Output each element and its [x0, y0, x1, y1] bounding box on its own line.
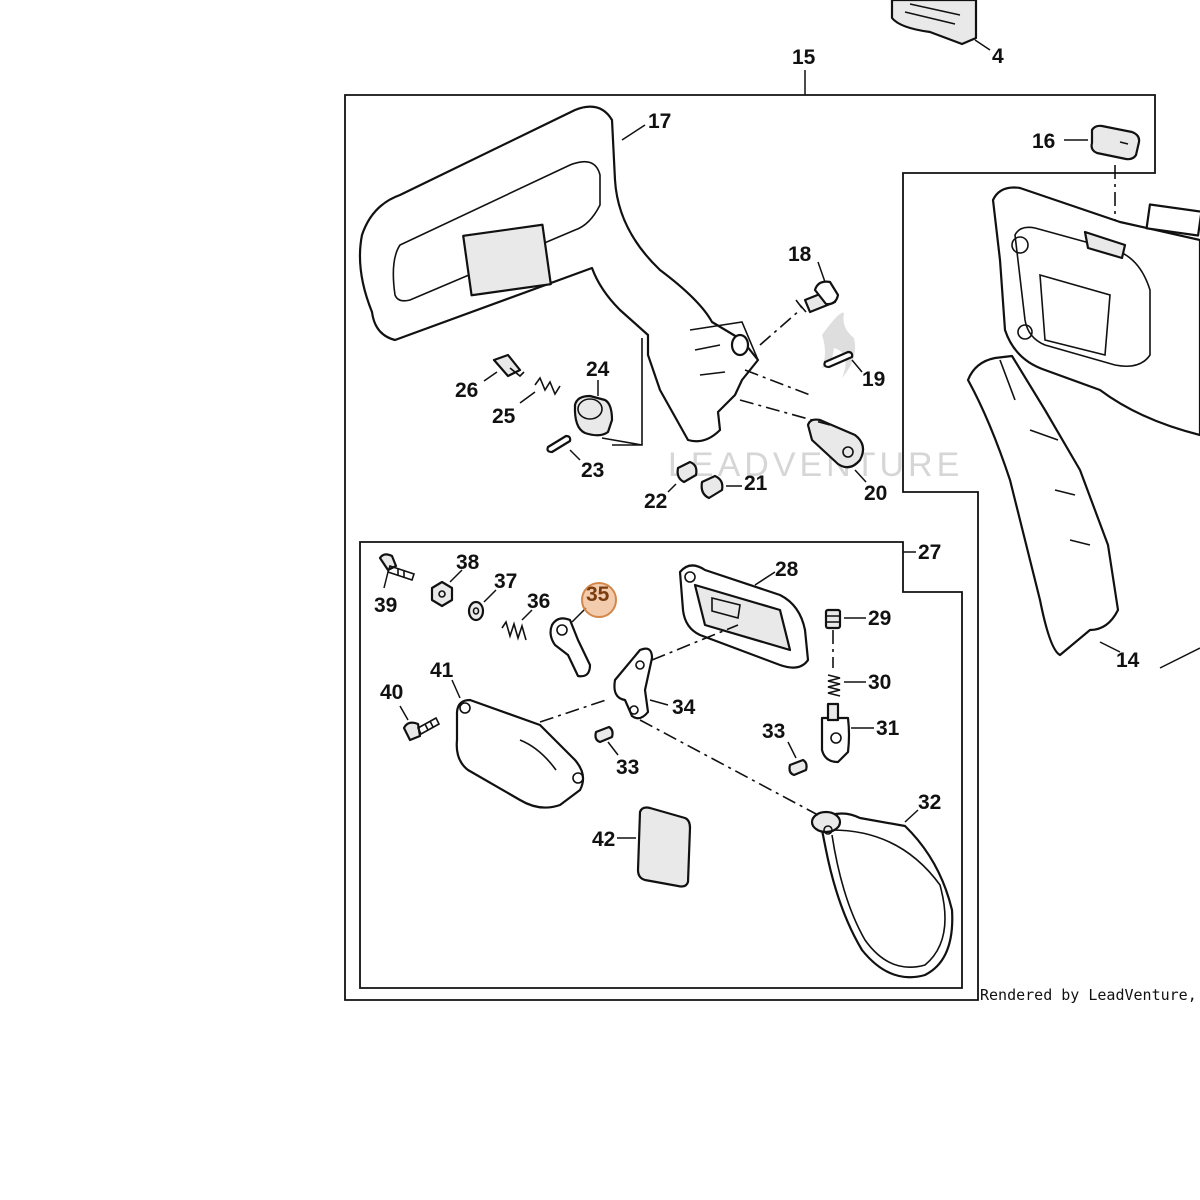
- callout-39: 39: [374, 594, 397, 617]
- callout-38: 38: [456, 551, 480, 574]
- part-35-lever: [549, 617, 592, 678]
- callout-42: 42: [592, 828, 615, 851]
- part-25-spring: [534, 376, 561, 396]
- callout-33-right: 33: [762, 720, 785, 743]
- callout-37: 37: [494, 570, 517, 593]
- part-33-pin-left: [594, 725, 614, 744]
- callout-29: 29: [868, 607, 891, 630]
- part-side-cover: [991, 186, 1200, 437]
- callout-22: 22: [644, 490, 667, 513]
- part-29: [824, 608, 842, 630]
- callout-23: 23: [581, 459, 604, 482]
- callout-35: 35: [586, 583, 610, 606]
- part-18-bolt: [795, 280, 840, 314]
- part-38-nut: [430, 580, 454, 608]
- callout-4: 4: [992, 45, 1004, 68]
- part-23-pin: [546, 434, 572, 454]
- assembly-15-frame: [344, 94, 1156, 1001]
- callout-31: 31: [876, 717, 900, 740]
- part-19-pin: [823, 350, 854, 369]
- part-14: [966, 354, 1120, 657]
- part-41-plate: [455, 698, 585, 809]
- part-22-bushing: [676, 460, 698, 484]
- part-42-pad: [636, 806, 692, 888]
- part-31: [820, 702, 851, 764]
- callout-15: 15: [792, 46, 816, 69]
- part-40-bolt: [402, 716, 441, 742]
- callout-41: 41: [430, 659, 454, 682]
- callout-30: 30: [868, 671, 891, 694]
- callout-21: 21: [744, 472, 768, 495]
- assembly-27-frame: [359, 541, 963, 989]
- callout-36: 36: [527, 590, 550, 613]
- part-28-housing: [678, 564, 810, 669]
- part-4: [890, 0, 978, 46]
- callout-40: 40: [380, 681, 403, 704]
- callout-26: 26: [455, 379, 478, 402]
- part-21-bushing: [700, 474, 724, 500]
- callout-19: 19: [862, 368, 885, 391]
- part-34-lever: [613, 647, 654, 720]
- callout-18: 18: [788, 243, 812, 266]
- part-30-spring: [827, 674, 841, 697]
- part-33-pin-right: [788, 758, 808, 777]
- callout-27: 27: [918, 541, 941, 564]
- callout-20: 20: [864, 482, 887, 505]
- part-24-cylinder: [573, 394, 614, 437]
- callout-17: 17: [648, 110, 671, 133]
- part-37-washer: [467, 600, 485, 622]
- callout-14: 14: [1116, 649, 1140, 672]
- callout-32: 32: [918, 791, 941, 814]
- callout-24: 24: [586, 358, 610, 381]
- part-36-spring: [501, 620, 527, 641]
- callout-25: 25: [492, 405, 516, 428]
- render-credit: Rendered by LeadVenture, Inc.: [980, 986, 1200, 1004]
- callout-33-left: 33: [616, 756, 639, 779]
- part-16: [1090, 124, 1141, 161]
- part-26-pin: [492, 353, 525, 378]
- part-32-band: [810, 810, 954, 979]
- callout-34: 34: [672, 696, 696, 719]
- callout-28: 28: [775, 558, 799, 581]
- callout-16: 16: [1032, 130, 1055, 153]
- part-39-bolt: [378, 553, 416, 582]
- part-17-hand-guard: [358, 105, 760, 443]
- callout-35-highlight[interactable]: 35: [581, 582, 617, 618]
